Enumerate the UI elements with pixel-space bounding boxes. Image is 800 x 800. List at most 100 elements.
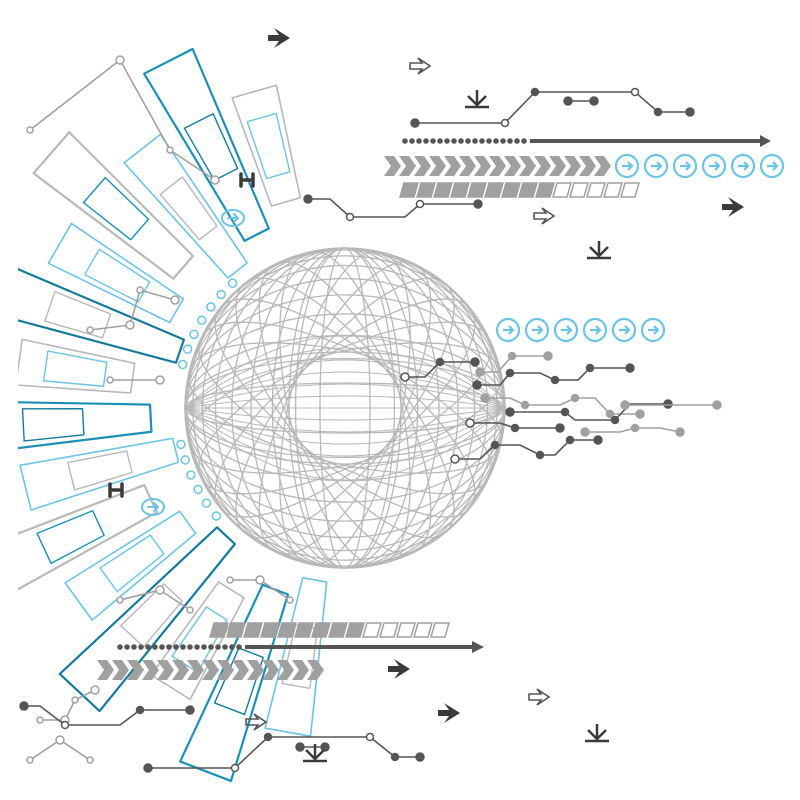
panel-frame (58, 526, 236, 713)
connector-node (55, 735, 65, 745)
panel-inner-frame (43, 350, 108, 387)
panel-inner-frame (82, 176, 150, 241)
globe-ring (214, 298, 476, 518)
circuit-node (230, 763, 240, 773)
solid-arrow-icon (268, 28, 290, 48)
circuit-node (625, 363, 635, 373)
panel-frame (64, 510, 197, 621)
dot (500, 138, 506, 144)
circuit-node (263, 732, 273, 742)
circle-arrow-icon (582, 317, 608, 343)
arrow-circle-icon (141, 498, 165, 516)
circle-arrow-icon (553, 317, 579, 343)
arrow-icon (651, 161, 663, 171)
solid-arrow-icon (438, 703, 460, 723)
block-icon (620, 182, 640, 198)
block-icon (209, 622, 229, 638)
globe-arc (184, 383, 506, 409)
circuit-trace (24, 705, 190, 726)
circuit-node (635, 409, 645, 419)
dot (486, 138, 492, 144)
chevron-icon (459, 156, 476, 176)
circuit-node (570, 393, 580, 403)
circuit-node (605, 409, 615, 419)
h-connector-icon (108, 482, 124, 498)
chevron-icon (414, 156, 431, 176)
circuit-node (295, 742, 305, 752)
arrow-head-icon (472, 641, 484, 653)
globe-arc (184, 371, 506, 409)
circuit-node (415, 752, 425, 762)
block-icon (535, 182, 555, 198)
circuit-node (490, 440, 500, 450)
circuit-trace (480, 355, 548, 373)
dot (451, 138, 457, 144)
block-icon (586, 182, 606, 198)
circle-arrow-icon (701, 153, 727, 179)
globe-ring (258, 261, 432, 555)
connector-node (166, 146, 174, 154)
connector-node (155, 375, 165, 385)
dot (166, 644, 172, 650)
globe-ring (279, 250, 411, 566)
circuit-trace (415, 91, 690, 124)
connector-node (125, 320, 135, 330)
wireframe-globe (184, 247, 506, 569)
dot (437, 138, 443, 144)
circuit-node (630, 423, 640, 433)
block-icon (260, 622, 280, 638)
circuit-node (60, 720, 70, 730)
bead (189, 329, 199, 340)
circuit-node (520, 400, 530, 410)
circuit-trace (308, 198, 478, 218)
circle-arrow-icon (495, 317, 521, 343)
chevron-icon (579, 156, 596, 176)
chevron-icon (444, 156, 461, 176)
connector-line (89, 289, 176, 331)
chevron-icon (97, 660, 114, 680)
arrow-icon (767, 161, 779, 171)
top-right-decor (268, 28, 785, 343)
globe-ring (258, 261, 432, 555)
dot (507, 138, 513, 144)
globe-ring (198, 321, 492, 495)
chevron-icon (292, 660, 309, 680)
dot (173, 644, 179, 650)
circuit-node (465, 418, 475, 428)
connector-node (106, 376, 114, 384)
block-icon (328, 622, 348, 638)
panel-frame (18, 268, 186, 364)
circuit-node (185, 705, 195, 715)
panel-inner-frame (99, 534, 165, 593)
chevron-down-icon (585, 724, 609, 743)
circle-arrow-icon (643, 153, 669, 179)
dot (159, 644, 165, 650)
outline-arrow-icon (409, 57, 432, 75)
chevron-icon (217, 660, 234, 680)
chevron-icon (489, 156, 506, 176)
globe-arc (184, 407, 506, 481)
globe-arc (184, 347, 506, 409)
panel-frame (32, 131, 195, 280)
arrow-icon (648, 325, 660, 335)
bead (180, 455, 190, 465)
circuit-node (475, 367, 485, 377)
circuit-node (530, 87, 540, 97)
circle-arrow-icon (614, 153, 640, 179)
arrow-icon (147, 502, 159, 512)
solid-arrow-icon (388, 659, 410, 679)
circuit-node (675, 427, 685, 437)
circuit-node (507, 351, 517, 361)
panel-inner-frame (44, 290, 112, 339)
block-icon (552, 182, 572, 198)
circuit-node (480, 393, 490, 403)
chevron-icon (172, 660, 189, 680)
block-icon (396, 622, 416, 638)
h-connector-icon (239, 172, 255, 188)
connector-line (29, 59, 216, 181)
panel-frame (179, 583, 290, 783)
globe-arc (184, 407, 506, 433)
panel-frame (264, 577, 328, 737)
panel-inner-frame (67, 450, 133, 491)
